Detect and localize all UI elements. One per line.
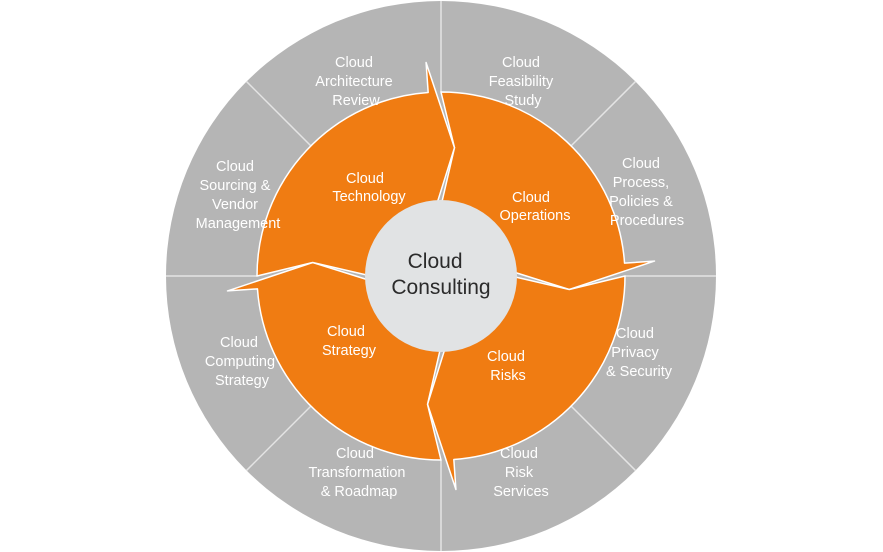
inner-label-technology: Cloud Technology — [332, 171, 406, 205]
center-circle-group — [365, 200, 517, 352]
outer-label-process-policies: Cloud Process, Policies & Procedures — [609, 156, 684, 229]
outer-label-feasibility-study: Cloud Feasibility Study — [489, 55, 558, 109]
outer-label-line: Services — [493, 484, 549, 500]
inner-label-strategy: Cloud Strategy — [322, 324, 377, 359]
inner-label-line: Technology — [332, 189, 406, 205]
outer-label-privacy-security: Cloud Privacy & Security — [606, 326, 673, 380]
orange-cycle — [226, 61, 656, 491]
outer-label-line: Cloud — [336, 446, 374, 462]
outer-label-line: Procedures — [610, 213, 684, 229]
inner-label-operations: Cloud Operations — [500, 190, 571, 224]
outer-ring-divider-line — [570, 81, 636, 147]
outer-label-line: Cloud — [216, 159, 254, 175]
center-label-line: Consulting — [391, 276, 490, 299]
inner-label-line: Operations — [500, 208, 571, 224]
outer-label-line: Study — [504, 93, 542, 109]
outer-label-line: Feasibility — [489, 74, 554, 90]
outer-label-transformation-roadmap: Cloud Transformation & Roadmap — [309, 446, 410, 500]
center-label: Cloud Consulting — [391, 250, 490, 299]
outer-label-sourcing-vendor: Cloud Sourcing & Vendor Management — [196, 159, 281, 232]
inner-label-line: Strategy — [322, 343, 377, 359]
outer-label-line: Cloud — [335, 55, 373, 71]
outer-label-line: Review — [332, 93, 380, 109]
inner-label-line: Cloud — [327, 324, 365, 340]
outer-label-line: Policies & — [609, 194, 673, 210]
outer-label-risk-services: Cloud Risk Services — [493, 446, 549, 500]
outer-label-line: Computing — [205, 354, 275, 370]
inner-label-line: Cloud — [346, 171, 384, 187]
inner-label-line: Cloud — [487, 349, 525, 365]
outer-label-line: & Security — [606, 364, 673, 380]
inner-label-risks: Cloud Risks — [487, 349, 529, 384]
inner-label-line: Risks — [490, 368, 525, 384]
outer-label-line: Process, — [613, 175, 669, 191]
outer-label-line: Vendor — [212, 197, 258, 213]
outer-ring-dividers — [166, 1, 716, 551]
outer-label-line: Privacy — [611, 345, 659, 361]
outer-label-computing-strategy: Cloud Computing Strategy — [205, 335, 279, 389]
outer-label-line: Management — [196, 216, 281, 232]
outer-label-line: Strategy — [215, 373, 270, 389]
outer-ring-divider-line — [246, 405, 312, 471]
outer-ring-divider-line — [246, 81, 312, 147]
outer-label-line: Cloud — [220, 335, 258, 351]
outer-label-line: Cloud — [622, 156, 660, 172]
outer-label-line: Cloud — [500, 446, 538, 462]
outer-label-line: Sourcing & — [200, 178, 271, 194]
labels: Cloud Consulting Cloud Technology Cloud … — [196, 55, 684, 500]
inner-label-line: Cloud — [512, 190, 550, 206]
outer-label-architecture-review: Cloud Architecture Review — [315, 55, 396, 109]
center-label-line: Cloud — [408, 250, 463, 273]
outer-label-line: Transformation — [309, 465, 406, 481]
outer-label-line: Cloud — [502, 55, 540, 71]
outer-label-line: Risk — [505, 465, 534, 481]
outer-label-line: Cloud — [616, 326, 654, 342]
outer-label-line: Architecture — [315, 74, 392, 90]
center-circle — [365, 200, 517, 352]
outer-label-line: & Roadmap — [321, 484, 398, 500]
outer-ring-divider-line — [570, 405, 636, 471]
